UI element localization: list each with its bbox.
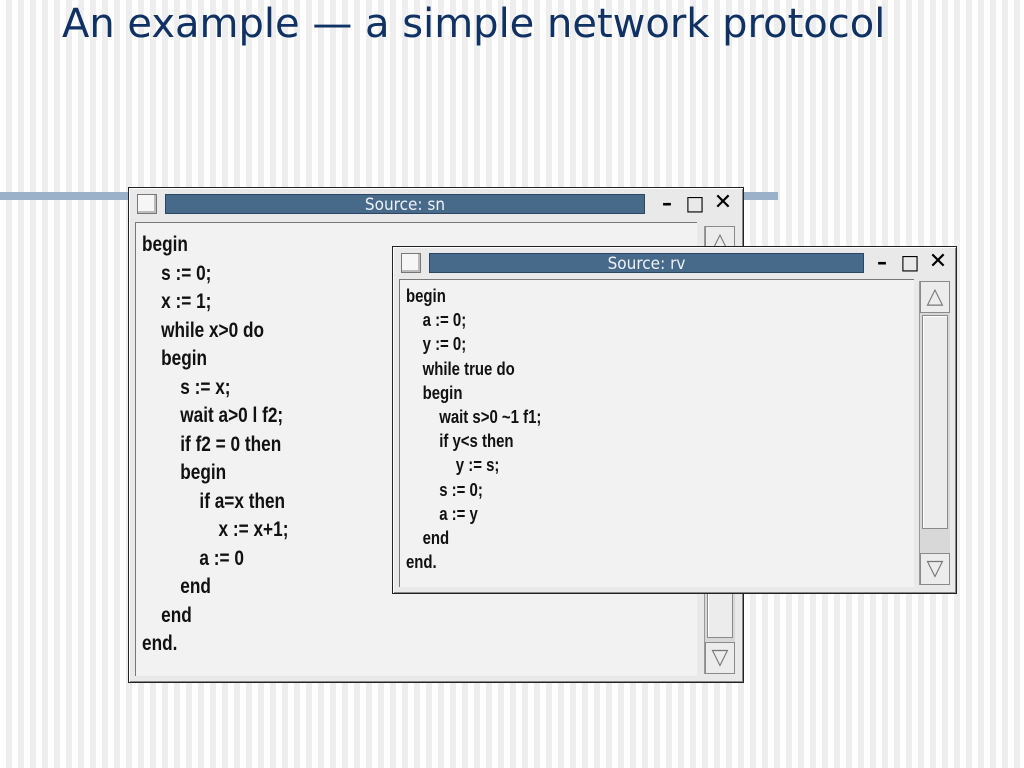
window-titlebar[interactable]: Source: sn – □ ✕ (133, 191, 739, 217)
window-title[interactable]: Source: rv (429, 253, 864, 274)
source-text-area[interactable]: begin a := 0; y := 0; while true do begi… (399, 279, 914, 587)
close-button[interactable]: ✕ (713, 190, 733, 215)
window-source-rv[interactable]: Source: rv – □ ✕ begin a := 0; y := 0; w… (392, 246, 957, 594)
source-code: begin s := 0; x := 1; while x>0 do begin… (142, 233, 289, 655)
maximize-button[interactable]: □ (685, 191, 705, 215)
vertical-scrollbar[interactable]: △ ▽ (919, 281, 950, 585)
window-titlebar[interactable]: Source: rv – □ ✕ (397, 250, 952, 276)
slide-title: An example — a simple network protocol (62, 1, 886, 47)
scroll-thumb[interactable] (922, 315, 948, 529)
window-title[interactable]: Source: sn (165, 194, 645, 215)
minimize-button[interactable]: – (662, 191, 672, 215)
scroll-up-arrow-icon[interactable]: △ (920, 281, 950, 313)
close-button[interactable]: ✕ (928, 249, 948, 274)
scroll-down-arrow-icon[interactable]: ▽ (920, 553, 950, 585)
window-menu-icon[interactable] (401, 253, 421, 273)
minimize-button[interactable]: – (877, 250, 887, 274)
source-code: begin a := 0; y := 0; while true do begi… (406, 286, 542, 573)
scroll-down-arrow-icon[interactable]: ▽ (705, 642, 735, 674)
maximize-button[interactable]: □ (900, 250, 920, 274)
window-menu-icon[interactable] (137, 194, 157, 214)
